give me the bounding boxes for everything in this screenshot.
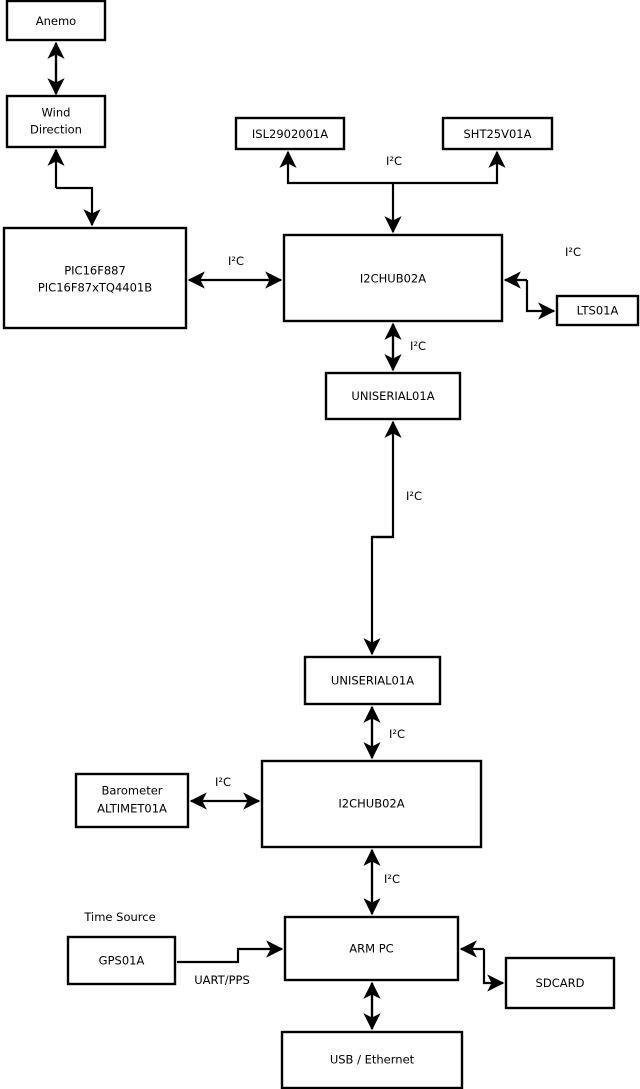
block-lts01a[interactable]: LTS01A	[555, 294, 640, 327]
block-lts01a-label: LTS01A	[577, 304, 619, 318]
connector-wind-pic-down	[56, 186, 101, 227]
block-wind-direction-label-line1: Wind	[42, 106, 71, 120]
block-sht25v01a-label: SHT25V01A	[464, 127, 532, 141]
block-anemo[interactable]: Anemo	[5, 0, 107, 42]
block-i2chub02a-top-label: I2CHUB02A	[360, 272, 426, 286]
block-barometer[interactable]: Barometer ALTIMET01A	[74, 772, 190, 829]
edge-label-hub-armpc: I²C	[384, 872, 400, 886]
block-anemo-label: Anemo	[36, 14, 76, 28]
block-usb-ethernet-label: USB / Ethernet	[330, 1053, 415, 1067]
edge-labels: I²C I²C I²C I²C I²C I²C I²C I²C UART/PPS	[194, 154, 581, 987]
block-arm-pc[interactable]: ARM PC	[283, 915, 460, 982]
block-isl2902001a-label: ISL2902001A	[252, 127, 328, 141]
connector-hub-isl	[279, 150, 393, 185]
block-usb-ethernet[interactable]: USB / Ethernet	[280, 1030, 464, 1089]
edge-label-barometer-hub: I²C	[215, 775, 231, 789]
edge-label-uniserial-hub-bottom: I²C	[389, 727, 405, 741]
block-barometer-label-line2: ALTIMET01A	[97, 802, 167, 816]
block-gps01a[interactable]: GPS01A	[66, 935, 177, 986]
edge-label-pic-hub: I²C	[228, 254, 244, 268]
edge-label-hub-lts: I²C	[565, 245, 581, 259]
block-uniserial01a-bottom[interactable]: UNISERIAL01A	[303, 655, 442, 706]
block-isl2902001a[interactable]: ISL2902001A	[234, 116, 346, 151]
connector-armpc-sdcard-out	[482, 949, 505, 992]
block-i2chub02a-bottom-label: I2CHUB02A	[338, 797, 404, 811]
connector-gps-armpc	[177, 940, 284, 964]
edge-label-gps-armpc: UART/PPS	[194, 973, 250, 987]
block-wind-direction[interactable]: Wind Direction	[5, 94, 107, 149]
block-i2chub02a-bottom[interactable]: I2CHUB02A	[260, 759, 483, 849]
block-uniserial01a-top-label: UNISERIAL01A	[351, 389, 434, 403]
free-labels: Time Source	[83, 910, 155, 924]
block-sht25v01a[interactable]: SHT25V01A	[441, 116, 554, 151]
block-arm-pc-label: ARM PC	[349, 942, 393, 956]
block-pic-mcu-label-line1: PIC16F887	[64, 264, 126, 278]
block-barometer-label-line1: Barometer	[101, 784, 162, 798]
block-uniserial01a-bottom-label: UNISERIAL01A	[331, 674, 414, 688]
connector-hub-sht	[393, 150, 506, 185]
connector-uniserial-link-down	[363, 535, 393, 656]
connector-hub-lts-out	[525, 280, 556, 320]
connector-uniserial-link-up	[372, 420, 402, 539]
block-pic-mcu-label-line2: PIC16F87xTQ4401B	[38, 281, 152, 295]
edge-label-uniserial-link: I²C	[406, 489, 422, 503]
block-sdcard-label: SDCARD	[536, 976, 585, 990]
block-sdcard[interactable]: SDCARD	[504, 956, 616, 1010]
block-gps01a-label: GPS01A	[99, 954, 145, 968]
time-source-label: Time Source	[83, 910, 155, 924]
block-wind-direction-label-line2: Direction	[30, 123, 82, 137]
edge-label-hub-sensors: I²C	[386, 154, 402, 168]
block-pic-mcu[interactable]: PIC16F887 PIC16F87xTQ4401B	[2, 226, 188, 330]
edge-label-hub-uniserial: I²C	[410, 339, 426, 353]
block-uniserial01a-top[interactable]: UNISERIAL01A	[324, 371, 462, 421]
connectors	[47, 41, 556, 1031]
block-i2chub02a-top[interactable]: I2CHUB02A	[282, 233, 504, 323]
